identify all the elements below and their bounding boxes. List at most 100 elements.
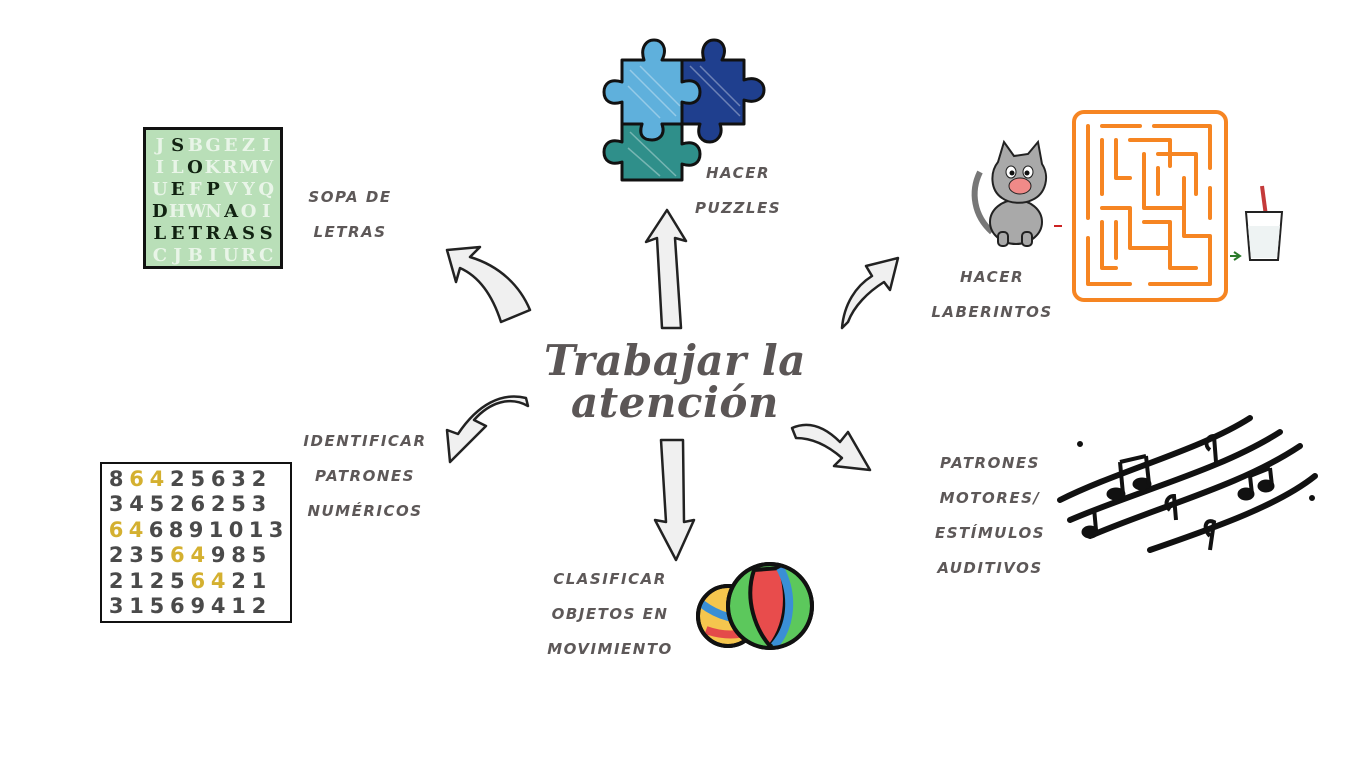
label-line: SOPA DE (308, 188, 392, 206)
arrow-to-patrones-numericos (445, 395, 530, 464)
number-grid-cell: 4 (149, 466, 165, 491)
word-search-cell: Y (242, 178, 255, 200)
word-search-cell: R (222, 156, 238, 178)
label-sopa-de-letras: SOPA DE LETRAS (298, 180, 402, 250)
number-grid-cell: 5 (149, 594, 165, 619)
word-search-cell: E (223, 134, 238, 156)
arrow-to-clasificar (653, 438, 696, 562)
word-search-cell: A (224, 200, 239, 222)
number-grid-cell: 2 (149, 568, 165, 593)
word-search-cell: J (155, 134, 165, 156)
label-line: HACER (959, 268, 1024, 286)
number-grid-cell: 2 (170, 466, 185, 491)
label-line: PATRONES (940, 454, 1040, 472)
word-search-cell: M (238, 156, 259, 178)
label-line: OBJETOS EN (551, 605, 669, 623)
word-search-cell: W (186, 200, 207, 222)
number-grid-cell: 6 (190, 568, 206, 593)
word-search-cell: O (240, 200, 257, 222)
word-search-cell: A (223, 222, 238, 244)
label-line: MOTORES/ (939, 489, 1041, 507)
puzzle-icon (602, 38, 766, 182)
word-search-cell: D (151, 200, 168, 222)
number-grid-cell: 2 (251, 594, 267, 619)
word-search-cell: K (204, 156, 221, 178)
number-grid-cell: 5 (251, 543, 267, 568)
number-grid-cell: 2 (108, 568, 124, 593)
number-grid-cell: 1 (251, 568, 267, 593)
puzzle-piece-dark (680, 38, 766, 144)
word-search-cell: S (241, 222, 255, 244)
number-grid-cell: 4 (129, 492, 144, 517)
label-patrones-motores: PATRONES MOTORES/ ESTÍMULOS AUDITIVOS (926, 446, 1054, 586)
number-grid-cell: 4 (210, 568, 226, 593)
number-grid-cell: 1 (231, 594, 246, 619)
word-search-cell: E (170, 178, 185, 200)
word-search-cell: R (205, 222, 221, 244)
arrow-to-sopa (445, 245, 532, 324)
milk-glass-icon (1230, 185, 1284, 261)
number-grid-cell: 2 (251, 466, 267, 491)
number-grid-cell: 4 (128, 517, 144, 542)
word-search-cell: G (205, 134, 221, 156)
puzzle-piece-teal (602, 122, 702, 182)
number-grid-cell: 8 (231, 543, 246, 568)
number-grid-cell: 3 (251, 492, 267, 517)
label-line: HACER (705, 164, 770, 182)
number-grid-cell: 4 (210, 594, 226, 619)
number-grid-cell: 3 (268, 517, 284, 542)
word-search-cell: N (205, 200, 222, 222)
word-search-cell: U (152, 178, 168, 200)
label-line: ESTÍMULOS (934, 524, 1046, 542)
label-line: PATRONES (315, 467, 415, 485)
number-grid-cell: 6 (210, 466, 226, 491)
number-grid-cell: 9 (188, 517, 204, 542)
word-search-cell: I (261, 200, 271, 222)
label-line: AUDITIVOS (937, 559, 1043, 577)
label-hacer-puzzles: HACER PUZZLES (688, 156, 788, 226)
word-search-cell: B (187, 244, 203, 266)
word-search-cell: V (223, 178, 238, 200)
word-search-cell: I (261, 134, 271, 156)
number-grid-cell: 6 (148, 517, 164, 542)
word-search-cell: F (188, 178, 202, 200)
label-line: LETRAS (313, 223, 387, 241)
central-title-line-2: atención (571, 378, 779, 427)
word-search-cell: C (259, 244, 274, 266)
number-grid-cell: 9 (210, 543, 226, 568)
word-search-cell: S (171, 134, 185, 156)
number-grid-cell: 1 (129, 594, 144, 619)
number-grid-cell: 3 (108, 492, 124, 517)
label-line: MOVIMIENTO (547, 640, 673, 658)
number-grid-cell: 3 (231, 466, 246, 491)
number-grid-cell: 2 (231, 568, 246, 593)
music-notes-icon (1057, 415, 1318, 553)
number-grid-cell: 6 (108, 517, 124, 542)
number-grid-cell: 2 (170, 492, 185, 517)
word-search-cell: P (206, 178, 220, 200)
word-search-cell: T (188, 222, 202, 244)
word-search-cell: U (222, 244, 239, 266)
number-grid-cell: 5 (149, 492, 165, 517)
number-grid-cell: 5 (231, 492, 246, 517)
number-grid-cell: 0 (228, 517, 244, 542)
number-grid-cell: 6 (170, 543, 185, 568)
number-grid-cell: 4 (190, 543, 206, 568)
word-search-cell: O (187, 156, 203, 178)
maze-icon (1072, 110, 1228, 302)
arrow-to-puzzles (644, 208, 688, 330)
cat-icon (971, 139, 1062, 247)
number-grid-cell: 5 (190, 466, 206, 491)
number-grid-cell: 6 (129, 466, 144, 491)
arrow-to-patrones-motores (790, 423, 872, 472)
